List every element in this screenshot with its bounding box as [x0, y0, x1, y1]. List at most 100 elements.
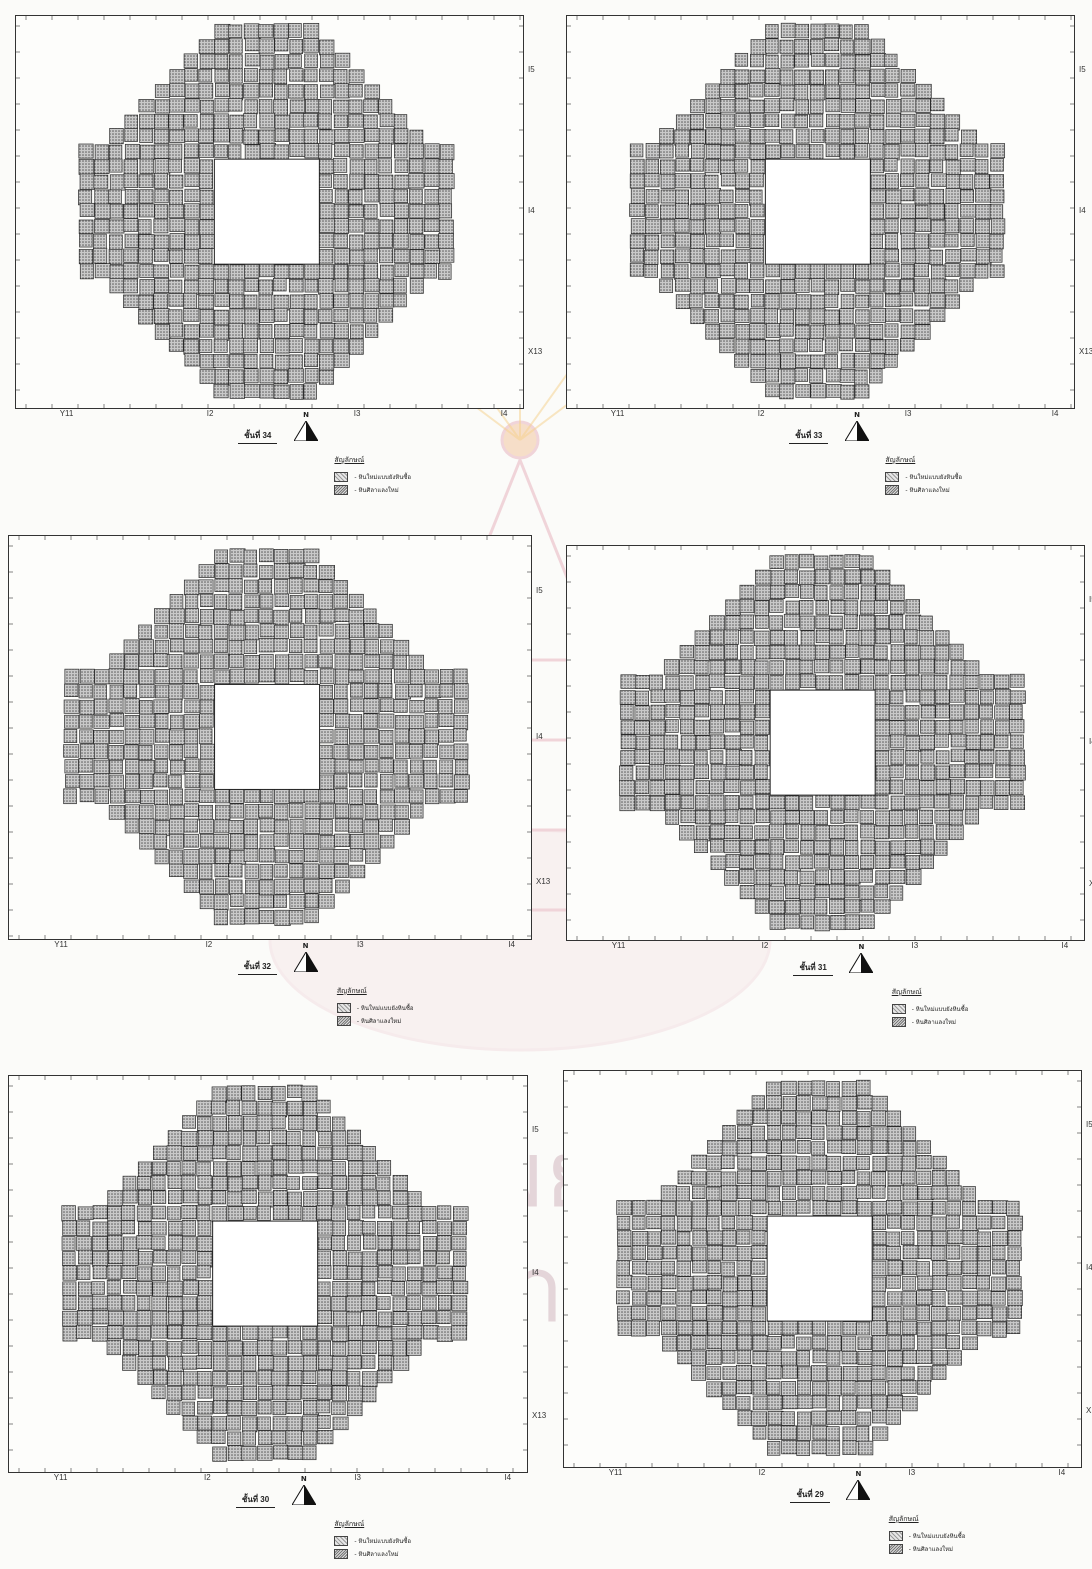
stone-block	[379, 804, 396, 820]
stone-block	[827, 1139, 843, 1154]
stone-block	[227, 1206, 244, 1221]
legend: สัญลักษณ์- หินใหม่แบบยังหินซื้อ- หินศิลา…	[885, 455, 962, 498]
north-label: N	[300, 1475, 307, 1483]
stone-block	[719, 338, 735, 354]
stone-block	[364, 277, 380, 293]
legend-label: - หินใหม่แบบยังหินซื้อ	[356, 1005, 414, 1012]
stone-block	[872, 1231, 887, 1246]
grid-label-bottom: I4	[504, 1473, 512, 1482]
stone-block	[229, 264, 246, 281]
stone-block	[258, 294, 273, 310]
stone-block	[959, 174, 974, 190]
stone-block	[93, 743, 109, 759]
legend-item: - หินศิลาแลงใหม่	[888, 1544, 966, 1554]
stone-block	[872, 1409, 889, 1424]
grid-label-right: X13	[1089, 878, 1092, 888]
stone-block	[719, 84, 735, 98]
stone-block	[736, 1139, 752, 1155]
stone-block	[692, 1200, 707, 1217]
stone-block	[199, 53, 216, 70]
stone-block	[857, 1394, 872, 1409]
grid-label-bottom: I2	[204, 1473, 211, 1482]
stone-block	[331, 1130, 347, 1147]
stone-block	[259, 864, 274, 880]
stone-block	[992, 1306, 1008, 1322]
stone-block	[914, 128, 930, 144]
stone-block	[945, 1319, 960, 1334]
stone-block	[454, 789, 468, 803]
stone-block	[197, 1415, 213, 1431]
stone-block	[424, 188, 440, 204]
stone-block	[123, 218, 139, 232]
stone-block	[137, 1370, 154, 1385]
stone-block	[900, 1379, 917, 1394]
stone-block	[394, 728, 410, 744]
stone-block	[258, 579, 273, 594]
stone-block	[184, 173, 200, 188]
stone-block	[646, 1215, 662, 1230]
stone-block	[320, 84, 335, 99]
stone-block	[289, 563, 306, 579]
stone-block	[795, 128, 810, 144]
stone-block	[108, 248, 123, 265]
stone-block	[259, 112, 275, 129]
stone-block	[183, 579, 200, 596]
grid-label-bottom: I4	[508, 940, 515, 949]
stone-block	[256, 1161, 273, 1178]
stone-block	[674, 173, 691, 189]
stone-block	[271, 1115, 286, 1129]
stone-block	[739, 855, 754, 870]
stone-block	[724, 719, 741, 733]
stone-block	[363, 248, 378, 263]
stone-block	[794, 84, 809, 101]
grid-label-bottom: I2	[761, 941, 769, 950]
stone-block	[319, 338, 333, 354]
stone-block	[961, 1320, 977, 1336]
stone-block	[198, 128, 214, 144]
stone-block	[979, 795, 994, 809]
stone-block	[258, 129, 275, 145]
stone-block	[182, 1355, 198, 1370]
stone-block	[316, 1281, 331, 1296]
stone-block	[257, 1369, 274, 1385]
stone-block	[844, 584, 859, 600]
stone-block	[647, 1231, 662, 1246]
stone-block	[840, 263, 854, 280]
stone-block	[949, 794, 964, 811]
stone-block	[361, 1146, 376, 1162]
stone-block	[274, 849, 290, 864]
stone-block	[796, 1156, 811, 1170]
stone-block	[154, 158, 171, 175]
stone-block	[361, 1371, 378, 1388]
stone-block	[272, 1144, 287, 1160]
stone-block	[152, 1161, 167, 1175]
north-label: N	[854, 411, 860, 419]
stone-block	[734, 69, 750, 85]
stone-block	[674, 248, 691, 263]
stone-block	[439, 789, 456, 804]
stone-block	[707, 1140, 724, 1154]
stone-block	[854, 113, 871, 128]
stone-block	[348, 1220, 365, 1236]
stone-block	[317, 1146, 333, 1161]
stone-block	[860, 839, 876, 855]
stone-block	[904, 629, 918, 645]
stone-block	[751, 1245, 768, 1259]
stone-block	[406, 1295, 421, 1311]
stone-block	[855, 324, 872, 339]
stone-block	[736, 1246, 753, 1262]
stone-block	[257, 1100, 274, 1117]
stone-block	[452, 1280, 469, 1295]
stone-block	[871, 1095, 888, 1112]
stone-block	[197, 1236, 214, 1252]
stone-block	[764, 113, 780, 128]
legend: สัญลักษณ์- หินใหม่แบบยังหินซื้อ- หินศิลา…	[888, 1514, 966, 1557]
stone-block	[169, 849, 183, 866]
stone-block	[288, 264, 304, 280]
stone-block	[316, 1250, 331, 1267]
stone-block	[635, 690, 649, 706]
stone-block	[287, 1340, 303, 1354]
stone-block	[198, 39, 215, 54]
stone-block	[737, 1334, 753, 1351]
stone-block	[136, 1205, 152, 1222]
